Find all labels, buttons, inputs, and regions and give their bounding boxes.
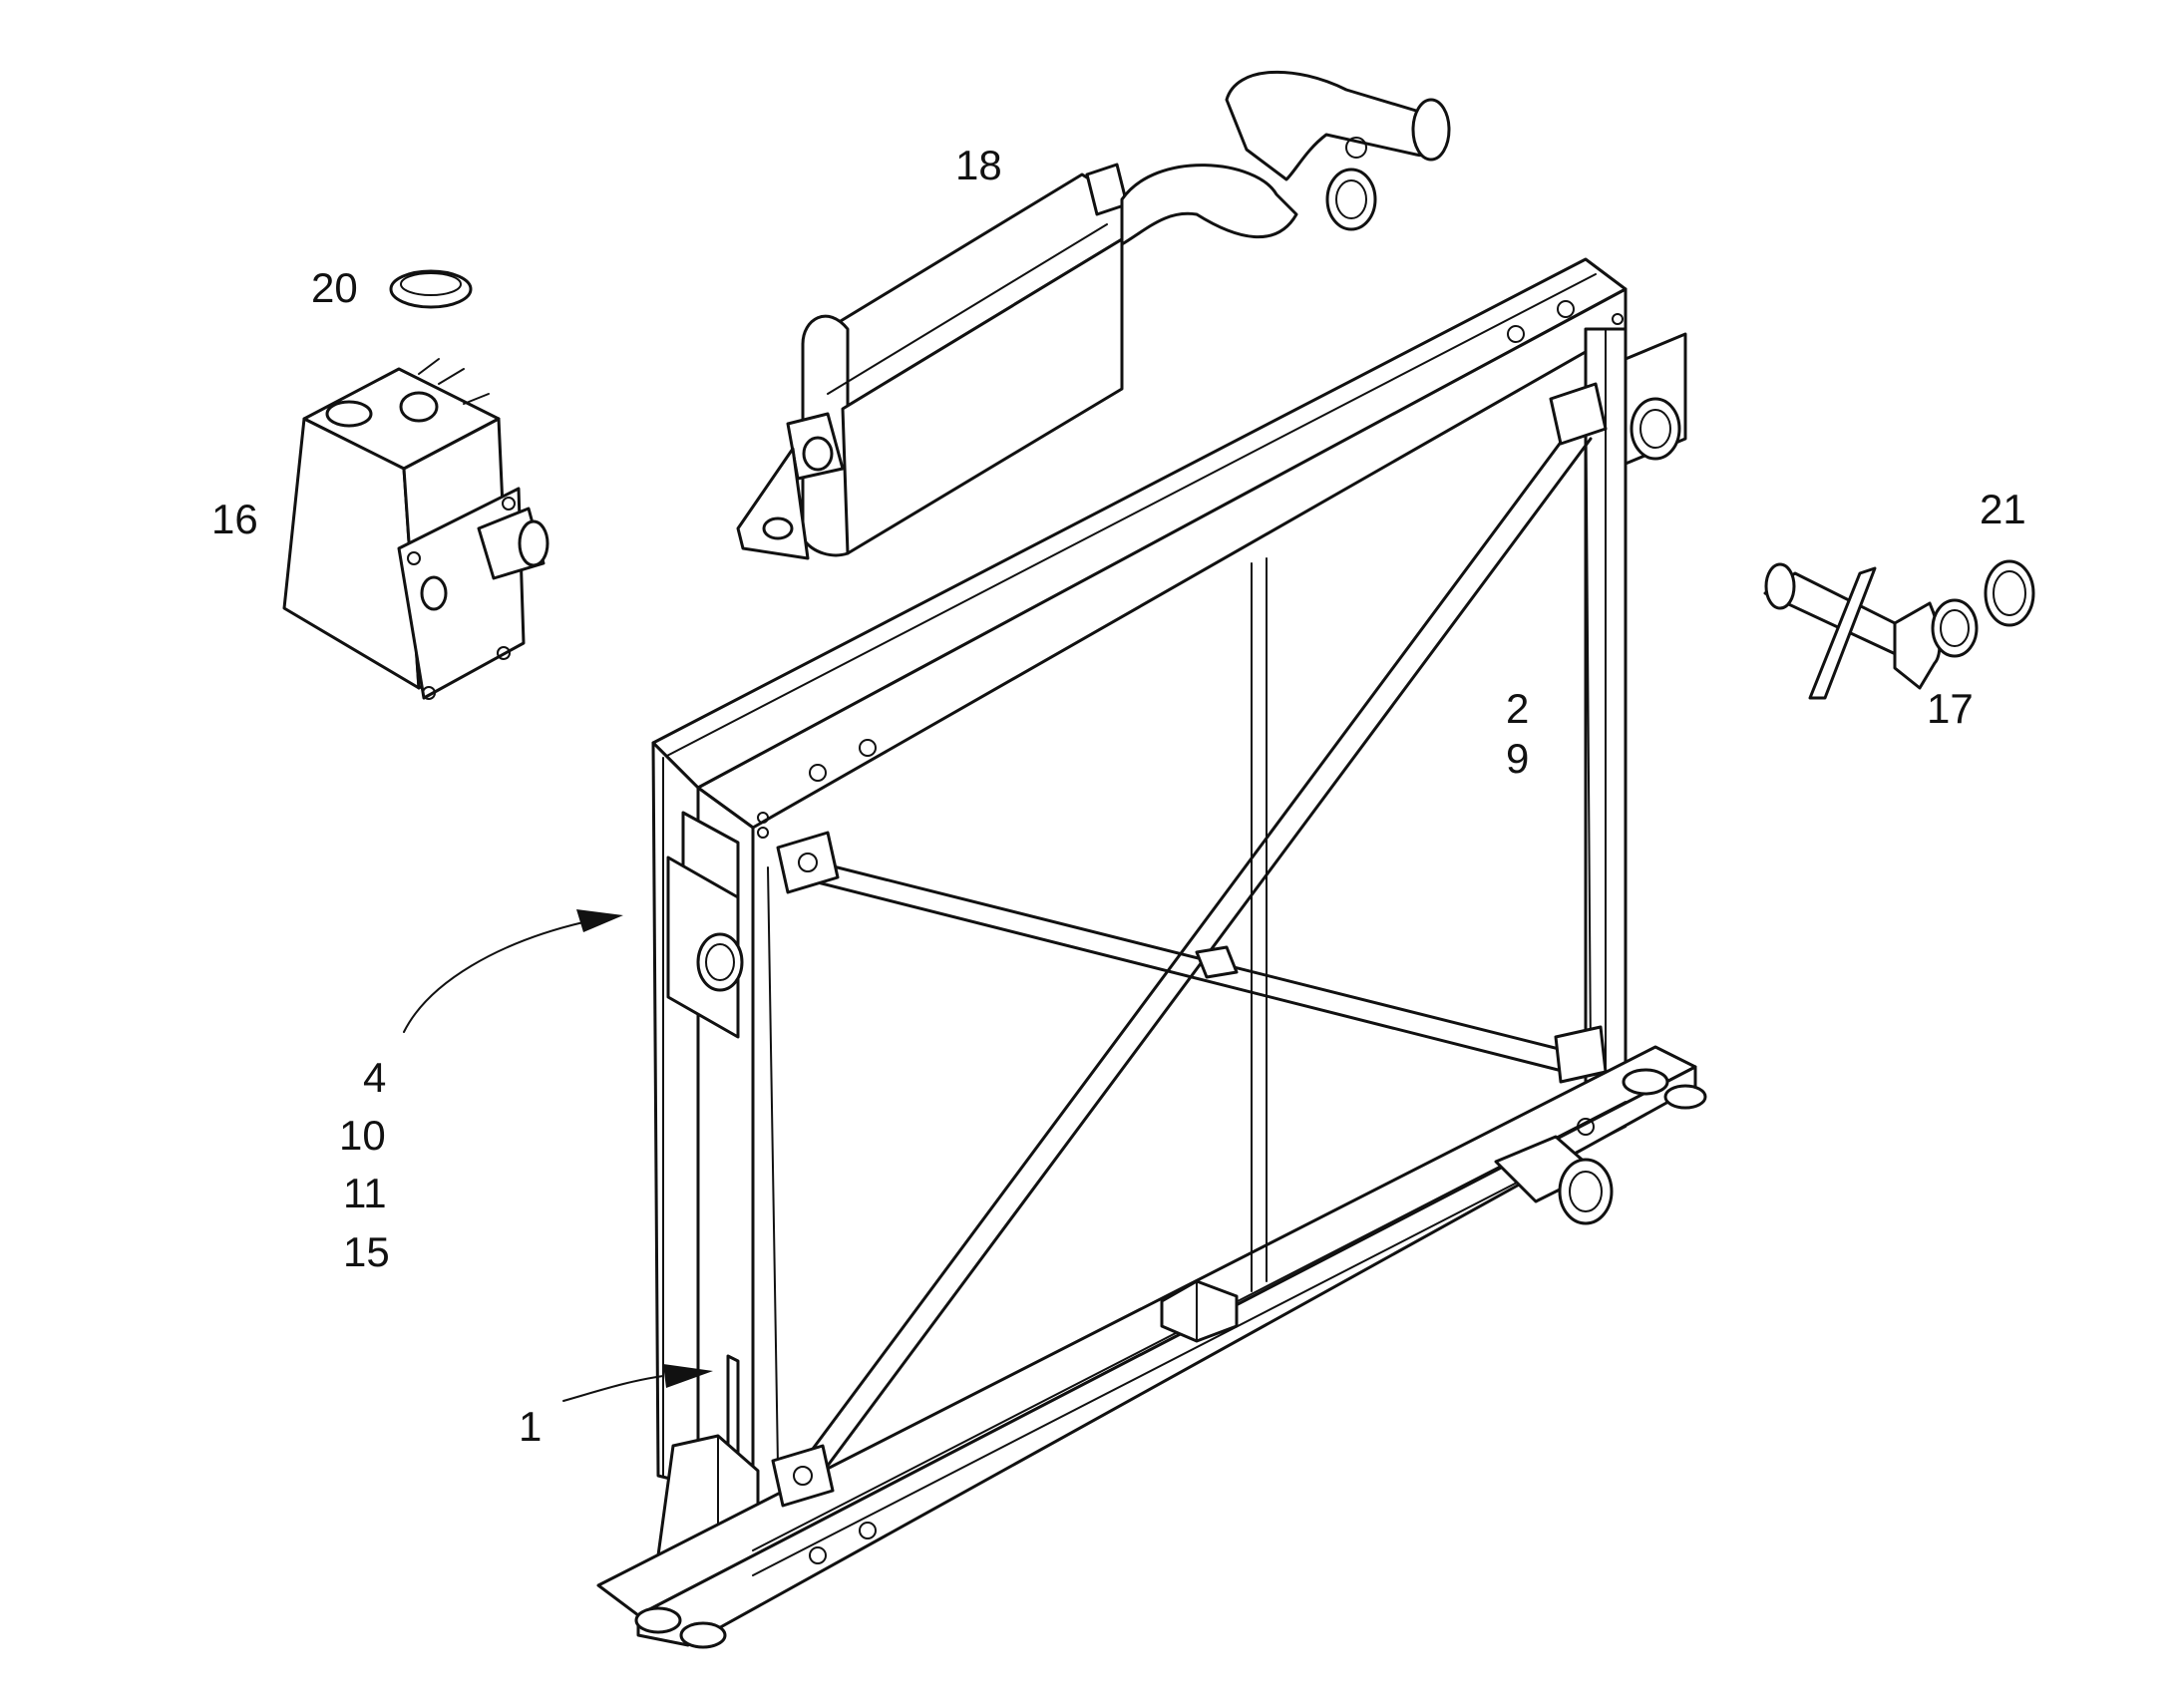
callout-4: 4 (363, 1054, 386, 1101)
expansion-tank (282, 358, 549, 700)
callout-16: 16 (211, 496, 258, 542)
leader-arrow-4 (403, 909, 623, 1033)
callout-1: 1 (519, 1403, 542, 1450)
callout-10: 10 (339, 1112, 386, 1159)
callout-17: 17 (1927, 685, 1974, 732)
callout-11: 11 (343, 1170, 387, 1216)
leader-arrow-1 (562, 1364, 713, 1402)
radiator-frame (596, 257, 1707, 1649)
callout-18: 18 (955, 142, 1002, 188)
charge-air-pipe (736, 70, 1451, 560)
callout-2: 2 (1506, 685, 1529, 732)
callout-20: 20 (311, 264, 358, 311)
callout-21: 21 (1980, 486, 2026, 532)
hose-cap (1984, 559, 2035, 627)
callout-15: 15 (343, 1228, 390, 1275)
callout-9: 9 (1506, 735, 1529, 782)
coolant-pipe (1763, 562, 1979, 700)
radiator-cap (389, 269, 473, 309)
